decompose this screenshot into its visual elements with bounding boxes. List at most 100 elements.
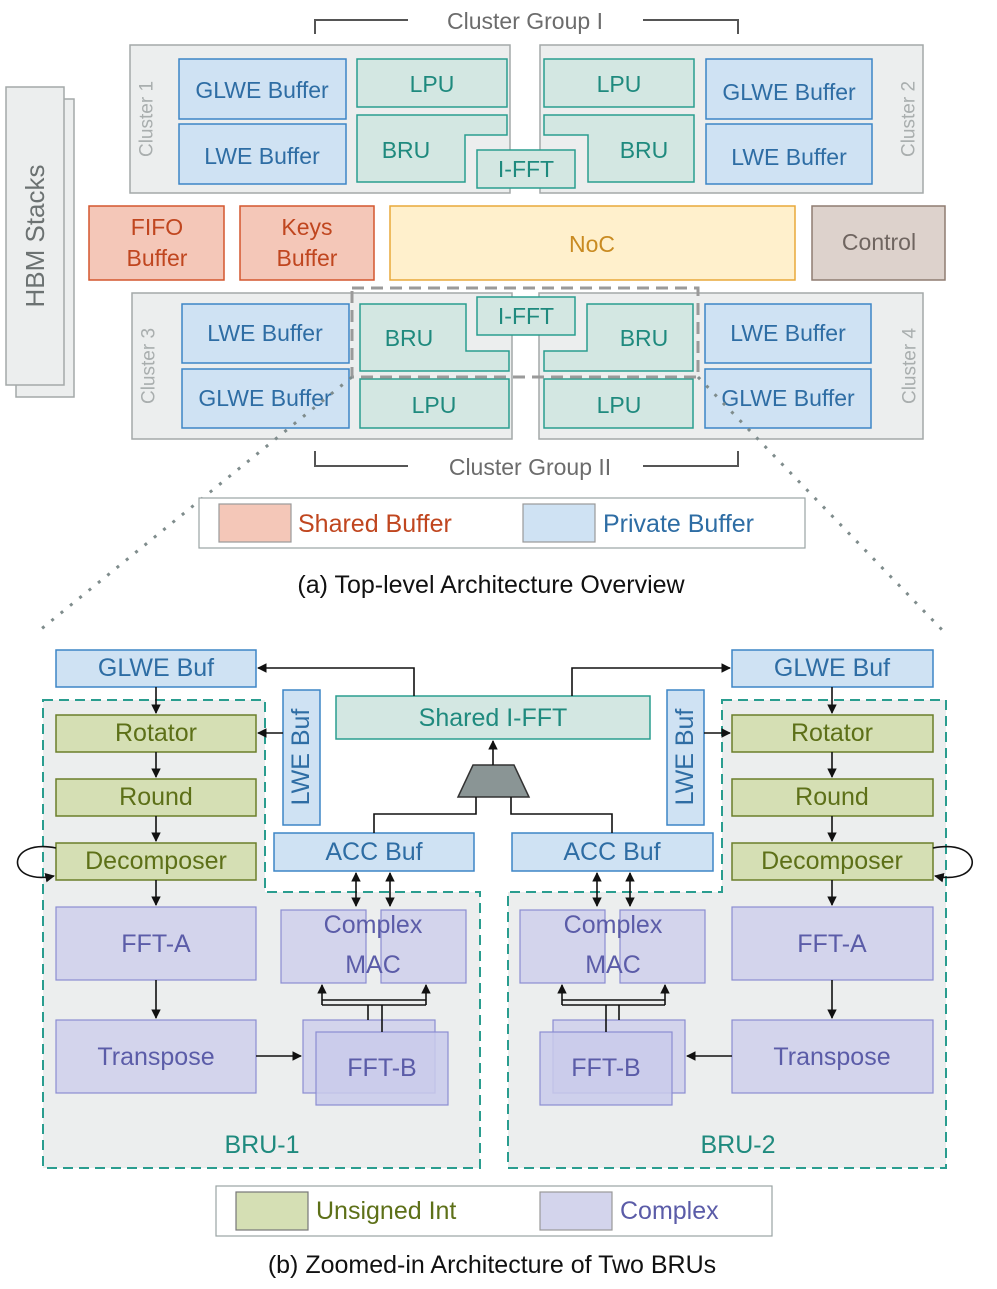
transpose-left: Transpose: [55, 1019, 257, 1094]
svg-text:Buffer: Buffer: [277, 245, 338, 271]
svg-text:FFT-A: FFT-A: [121, 930, 191, 958]
svg-text:Rotator: Rotator: [791, 719, 873, 747]
top-ifft-1: I-FFT: [476, 149, 576, 189]
c4-glwe-buffer: GLWE Buffer: [704, 368, 872, 429]
svg-text:LWE Buffer: LWE Buffer: [730, 320, 846, 346]
c4-lpu: LPU: [543, 378, 694, 429]
c1-lpu: LPU: [356, 58, 508, 108]
hbm-stacks: HBM Stacks: [5, 86, 75, 398]
fft-b-right: FFT-B: [539, 1019, 686, 1106]
svg-text:GLWE Buf: GLWE Buf: [774, 654, 890, 682]
decomposer-right: Decomposer: [731, 842, 934, 881]
c2-glwe-buffer: GLWE Buffer: [705, 58, 873, 120]
svg-text:Rotator: Rotator: [115, 719, 197, 747]
lwe-buf-right: LWE Buf: [666, 689, 705, 826]
rotator-right: Rotator: [731, 714, 934, 753]
c4-lwe-buffer: LWE Buffer: [704, 303, 872, 364]
svg-text:Decomposer: Decomposer: [761, 847, 903, 875]
svg-text:LPU: LPU: [410, 71, 455, 97]
svg-text:Round: Round: [795, 783, 869, 811]
svg-text:LWE Buf: LWE Buf: [287, 709, 315, 806]
svg-text:Complex: Complex: [324, 911, 423, 939]
svg-text:MAC: MAC: [345, 951, 401, 979]
svg-text:GLWE Buffer: GLWE Buffer: [722, 79, 856, 105]
svg-text:LWE Buffer: LWE Buffer: [207, 320, 323, 346]
svg-text:Keys: Keys: [281, 214, 332, 240]
acc-buf-right: ACC Buf: [511, 832, 714, 872]
svg-text:Complex: Complex: [564, 911, 663, 939]
svg-text:BRU: BRU: [385, 325, 434, 351]
top-ifft-2: I-FFT: [476, 296, 576, 336]
fft-a-right: FFT-A: [731, 906, 934, 981]
fft-a-left: FFT-A: [55, 906, 257, 981]
legend-private-label: Private Buffer: [603, 510, 754, 538]
svg-text:LWE Buf: LWE Buf: [671, 709, 699, 806]
legend-uint-label: Unsigned Int: [316, 1197, 456, 1225]
mux-icon: [456, 764, 531, 798]
c2-bru: BRU: [543, 114, 695, 183]
svg-text:ACC Buf: ACC Buf: [325, 838, 422, 866]
noc: NoC: [389, 205, 796, 281]
svg-text:BRU: BRU: [382, 137, 431, 163]
svg-text:ACC Buf: ACC Buf: [563, 838, 660, 866]
svg-text:Decomposer: Decomposer: [85, 847, 227, 875]
svg-text:FFT-B: FFT-B: [571, 1054, 640, 1082]
svg-text:LPU: LPU: [412, 392, 457, 418]
round-left: Round: [55, 778, 257, 817]
c1-glwe-buffer: GLWE Buffer: [178, 58, 347, 120]
zoom-highlight: [350, 286, 700, 379]
svg-text:GLWE Buffer: GLWE Buffer: [721, 385, 855, 411]
c2-lpu: LPU: [543, 58, 695, 108]
keys-buffer: Keys Buffer: [239, 205, 375, 281]
legend-b: Unsigned Int Complex: [215, 1185, 773, 1237]
svg-text:NoC: NoC: [569, 231, 615, 257]
rotator-left: Rotator: [55, 714, 257, 753]
cluster-4-label: Cluster 4: [900, 328, 921, 404]
svg-text:I-FFT: I-FFT: [498, 303, 554, 329]
complex-mac-right: Complex MAC: [519, 909, 706, 984]
cluster-2-label: Cluster 2: [899, 81, 920, 157]
glwe-buf-left: GLWE Buf: [55, 649, 257, 688]
bru-2-label: BRU-2: [700, 1131, 775, 1159]
glwe-buf-right: GLWE Buf: [731, 649, 934, 688]
svg-text:LWE Buffer: LWE Buffer: [731, 144, 847, 170]
svg-text:GLWE Buf: GLWE Buf: [98, 654, 214, 682]
svg-text:BRU: BRU: [620, 325, 669, 351]
transpose-right: Transpose: [731, 1019, 934, 1094]
cluster-1-label: Cluster 1: [137, 81, 158, 157]
c3-glwe-buffer: GLWE Buffer: [181, 368, 350, 429]
acc-buf-left: ACC Buf: [273, 832, 475, 872]
svg-text:MAC: MAC: [585, 951, 641, 979]
complex-mac-left: Complex MAC: [280, 909, 467, 984]
caption-b: (b) Zoomed-in Architecture of Two BRUs: [268, 1251, 716, 1279]
c1-lwe-buffer: LWE Buffer: [178, 123, 347, 185]
svg-text:LPU: LPU: [597, 71, 642, 97]
svg-text:LWE Buffer: LWE Buffer: [204, 143, 320, 169]
svg-text:FFT-B: FFT-B: [347, 1054, 416, 1082]
svg-text:Transpose: Transpose: [773, 1043, 890, 1071]
svg-text:GLWE Buffer: GLWE Buffer: [195, 77, 329, 103]
cluster-group-2-label: Cluster Group II: [449, 454, 611, 480]
c2-lwe-buffer: LWE Buffer: [705, 123, 873, 185]
cluster-group-1-bracket: [314, 19, 739, 34]
fifo-buffer: FIFO Buffer: [88, 205, 225, 281]
c4-bru: BRU: [543, 303, 694, 372]
svg-text:GLWE Buffer: GLWE Buffer: [198, 385, 332, 411]
decomposer-left: Decomposer: [55, 842, 257, 881]
c3-lpu: LPU: [359, 378, 510, 429]
connections: [16, 663, 973, 1061]
c3-bru: BRU: [359, 303, 510, 372]
svg-text:FIFO: FIFO: [131, 214, 183, 240]
legend-shared-label: Shared Buffer: [298, 510, 452, 538]
c1-bru: BRU: [356, 114, 508, 183]
svg-text:Transpose: Transpose: [97, 1043, 214, 1071]
caption-a: (a) Top-level Architecture Overview: [297, 571, 685, 599]
round-right: Round: [731, 778, 934, 817]
svg-text:Round: Round: [119, 783, 193, 811]
fft-b-left: FFT-B: [302, 1019, 449, 1106]
cluster-group-2-bracket: [314, 451, 739, 467]
svg-text:I-FFT: I-FFT: [498, 156, 554, 182]
cluster-3-label: Cluster 3: [139, 328, 160, 404]
control: Control: [811, 205, 946, 281]
